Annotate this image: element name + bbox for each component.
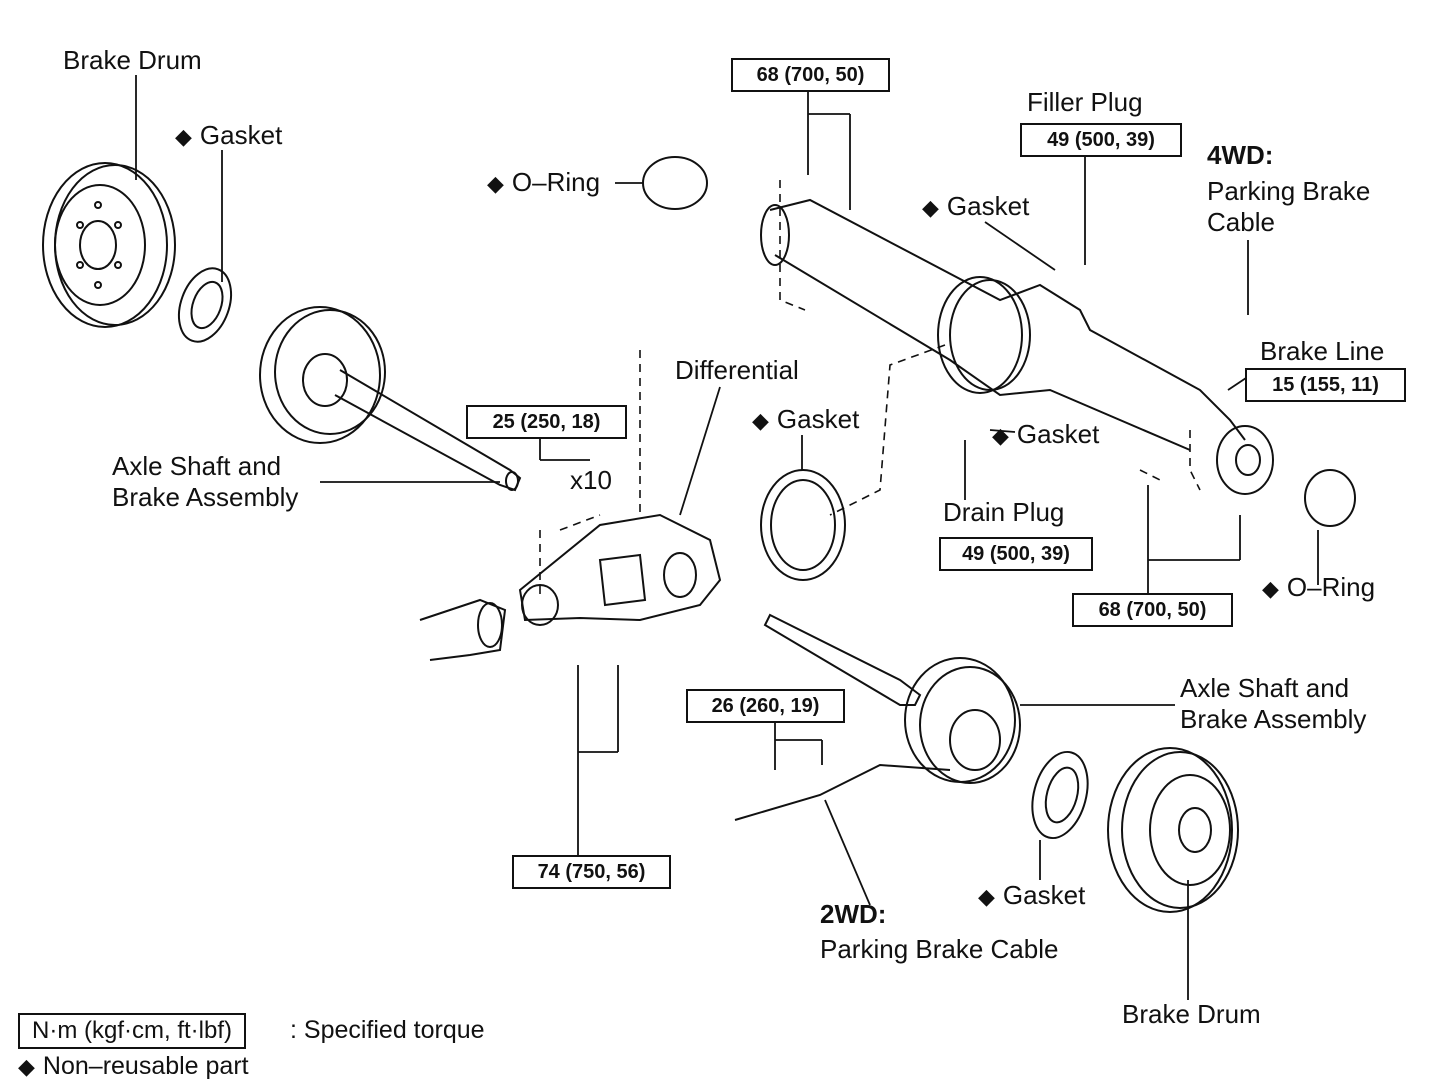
label-gasket-drain: ◆Gasket <box>992 419 1100 449</box>
label-parking-brake-4wd-line2: Cable <box>1207 207 1275 237</box>
diamond-icon: ◆ <box>175 124 192 149</box>
label-4wd: 4WD: <box>1207 140 1274 170</box>
cable-2wd-drawing <box>734 763 951 821</box>
label-brake-drum-right: Brake Drum <box>1122 999 1261 1029</box>
label-axle-right-line2: Brake Assembly <box>1180 704 1367 734</box>
propeller-shaft-drawing <box>419 598 507 661</box>
legend-nonreusable: ◆Non–reusable part <box>18 1052 249 1080</box>
label-o-ring-top: ◆O–Ring <box>487 167 601 197</box>
label-differential: Differential <box>675 355 799 385</box>
torque-box-25: 25 (250, 18) <box>466 405 627 439</box>
torque-box-housing-top: 68 (700, 50) <box>731 58 890 92</box>
o-ring-top-drawing <box>642 156 708 210</box>
diamond-icon: ◆ <box>978 884 995 909</box>
torque-box-26: 26 (260, 19) <box>686 689 845 723</box>
diamond-icon: ◆ <box>487 171 504 196</box>
gasket-right-drawing <box>1031 750 1089 840</box>
label-brake-line: Brake Line <box>1260 336 1385 366</box>
label-gasket-right: ◆Gasket <box>978 880 1086 910</box>
label-drain-plug: Drain Plug <box>943 497 1065 527</box>
diamond-icon: ◆ <box>992 423 1009 448</box>
axle-left-drawing <box>259 306 522 492</box>
axle-right-drawing <box>763 613 1021 784</box>
gasket-left-drawing <box>177 267 233 343</box>
label-axle-left-line2: Brake Assembly <box>112 482 299 512</box>
diamond-icon: ◆ <box>18 1054 35 1079</box>
torque-box-brake-line: 15 (155, 11) <box>1245 368 1406 402</box>
torque-box-drain-plug: 49 (500, 39) <box>939 537 1093 571</box>
label-gasket-filler: ◆Gasket <box>922 191 1030 221</box>
label-parking-brake-4wd-line1: Parking Brake <box>1207 176 1371 206</box>
label-brake-drum-left: Brake Drum <box>63 45 202 75</box>
label-filler-plug: Filler Plug <box>1027 87 1143 117</box>
differential-drawing <box>518 513 722 626</box>
diamond-icon: ◆ <box>922 195 939 220</box>
brake-drum-right-drawing <box>1107 747 1239 913</box>
diamond-icon: ◆ <box>1262 576 1279 601</box>
label-axle-right-line1: Axle Shaft and <box>1180 673 1350 703</box>
label-x10: x10 <box>570 465 612 495</box>
torque-box-74: 74 (750, 56) <box>512 855 671 889</box>
axle-housing-drawing <box>760 198 1274 495</box>
diamond-icon: ◆ <box>752 408 769 433</box>
legend-unit-text: : Specified torque <box>290 1016 485 1044</box>
label-2wd: 2WD: <box>820 899 887 929</box>
legend-unit-box: N·m (kgf·cm, ft·lbf) <box>18 1013 246 1049</box>
torque-box-filler-plug: 49 (500, 39) <box>1020 123 1182 157</box>
label-gasket-diff: ◆Gasket <box>752 404 860 434</box>
gasket-diff-drawing <box>760 469 846 581</box>
label-parking-brake-2wd: Parking Brake Cable <box>820 934 1059 964</box>
brake-drum-left-drawing <box>42 162 176 328</box>
label-axle-left-line1: Axle Shaft and <box>112 451 282 481</box>
label-gasket-left: ◆Gasket <box>175 120 283 150</box>
label-o-ring-right: ◆O–Ring <box>1262 572 1376 602</box>
torque-box-housing-bottom: 68 (700, 50) <box>1072 593 1233 627</box>
o-ring-right-drawing <box>1304 469 1356 527</box>
